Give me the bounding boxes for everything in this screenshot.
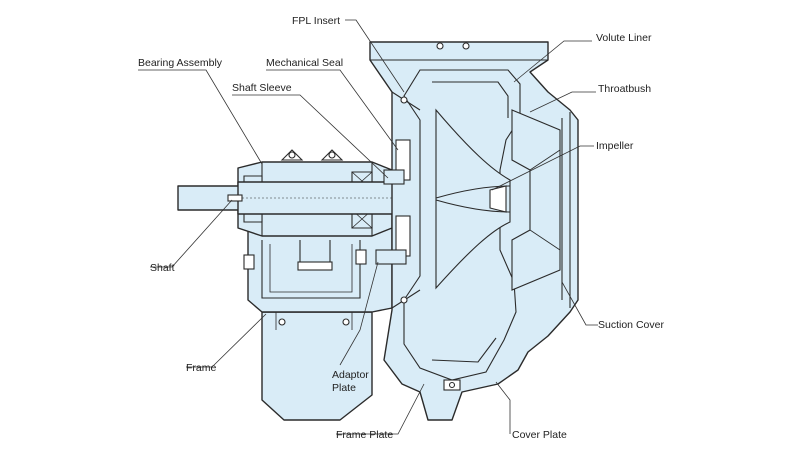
label-fpl-insert: FPL Insert xyxy=(292,15,340,27)
label-cover-plate: Cover Plate xyxy=(512,429,567,441)
label-throatbush: Throatbush xyxy=(598,83,651,95)
label-adaptor-plate-line2: Plate xyxy=(332,382,356,394)
label-frame-plate: Frame Plate xyxy=(336,429,393,441)
label-frame: Frame xyxy=(186,362,216,374)
cover-plate-foot xyxy=(443,379,461,391)
part-labels: FPL Insert Bearing Assembly Mechanical S… xyxy=(138,15,664,441)
label-impeller: Impeller xyxy=(596,140,634,152)
impeller xyxy=(435,108,511,290)
label-volute-liner: Volute Liner xyxy=(596,32,652,44)
label-adaptor-plate-line1: Adaptor xyxy=(332,369,369,381)
label-mechanical-seal: Mechanical Seal xyxy=(266,57,343,69)
label-shaft: Shaft xyxy=(150,262,175,274)
label-suction-cover: Suction Cover xyxy=(598,319,664,331)
leader-lines xyxy=(138,19,598,435)
label-shaft-sleeve: Shaft Sleeve xyxy=(232,82,292,94)
throatbush xyxy=(511,109,561,291)
bearing-frame xyxy=(243,227,393,313)
label-bearing-assembly: Bearing Assembly xyxy=(138,57,223,69)
frame-pedestal xyxy=(261,311,373,421)
seal-assembly xyxy=(375,91,421,309)
